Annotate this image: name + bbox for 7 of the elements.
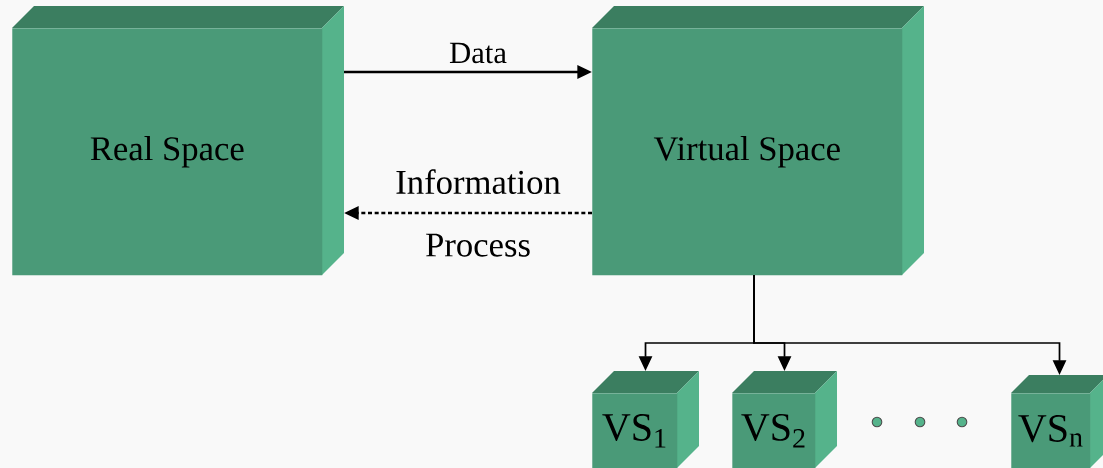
edge-label: Information Process — [396, 169, 561, 257]
cube-box: VS$_{2}$ — [732, 371, 837, 468]
cube-box: Virtual Space — [592, 6, 924, 276]
cube-box: VS$_{n}$ — [1011, 375, 1103, 468]
cube-box: Real Space — [12, 6, 344, 276]
edge-label: Data — [449, 42, 507, 64]
cube-box: VS$_{1}$ — [592, 371, 699, 468]
